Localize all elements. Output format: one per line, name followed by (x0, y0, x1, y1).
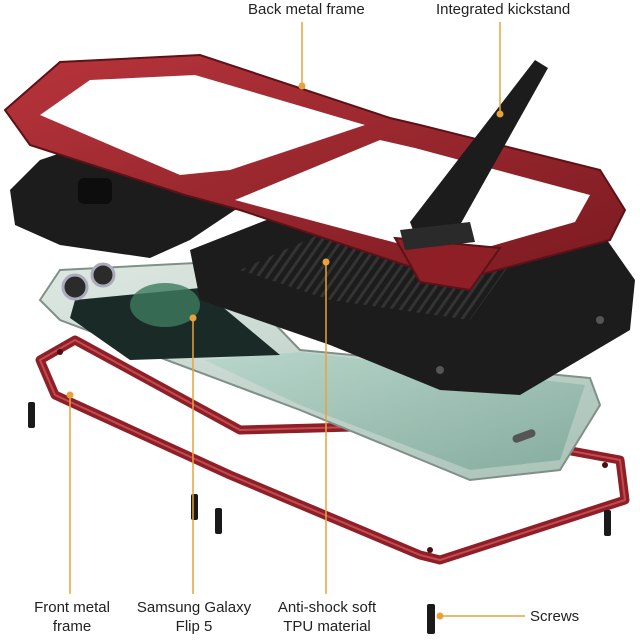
screw-1 (28, 402, 35, 428)
front-metal-frame (35, 335, 630, 565)
label-front-metal-frame-line2: frame (52, 618, 92, 635)
label-screws: Screws (530, 608, 580, 625)
screw-4 (604, 510, 611, 536)
leader-lines (69, 22, 525, 617)
screws (28, 402, 611, 634)
label-back-metal-frame: Back metal frame (248, 1, 365, 18)
label-phone-line2: Flip 5 (175, 618, 213, 635)
screw-3 (215, 508, 222, 534)
integrated-kickstand (400, 60, 548, 250)
label-front-metal-frame-line1: Front metal (34, 599, 110, 616)
label-front-metal-frame: Front metal frame (30, 598, 114, 636)
label-integrated-kickstand: Integrated kickstand (436, 1, 571, 18)
label-tpu-line2: TPU material (283, 618, 371, 635)
leader-dots (66, 82, 504, 620)
label-anti-shock-tpu: Anti-shock soft TPU material (272, 598, 382, 636)
screw-2 (191, 494, 198, 520)
screw-legend-icon (427, 604, 435, 634)
label-tpu-line1: Anti-shock soft (277, 599, 377, 616)
label-samsung-galaxy-flip-5: Samsung Galaxy Flip 5 (134, 598, 254, 636)
label-phone-line1: Samsung Galaxy (136, 599, 252, 616)
